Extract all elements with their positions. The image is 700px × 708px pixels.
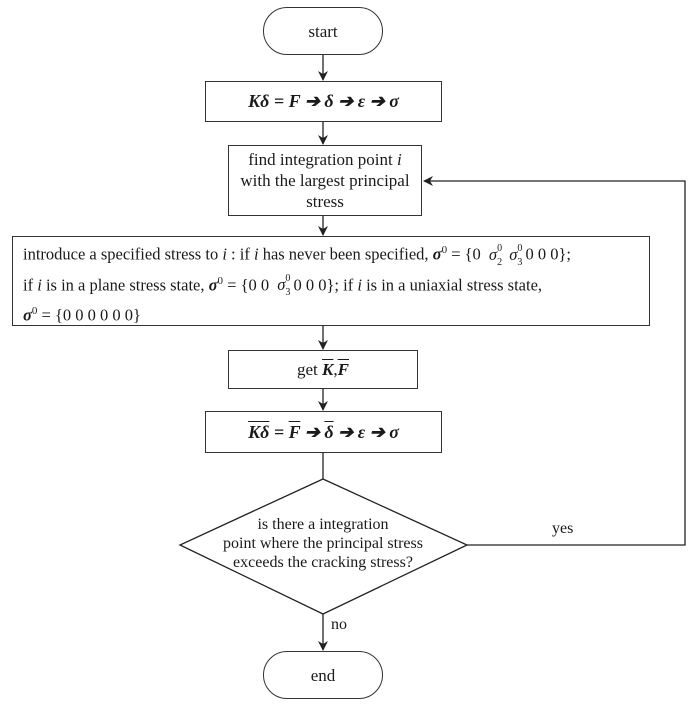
arrow-yes-loop [423, 176, 686, 546]
equation-kbar-deltabar-fbar: Kδ = F ➔ δ ➔ ε ➔ σ [248, 421, 399, 442]
step-introduce-specified-stress: introduce a specified stress to i : if i… [12, 236, 650, 326]
intro-line-2: if i is in a plane stress state, σ0 = {0… [23, 273, 543, 298]
end-terminal: end [263, 651, 383, 699]
step-get-k-f: get K , F [228, 350, 418, 389]
start-label: start [308, 21, 338, 41]
decision-text: is there a integration point where the p… [223, 516, 423, 571]
intro-line-1: introduce a specified stress to i : if i… [23, 242, 571, 268]
step-find-integration-point: find integration point i with the larges… [228, 145, 422, 216]
yes-label: yes [552, 520, 574, 537]
equation-k-delta-f: Kδ = F ➔ δ ➔ ε ➔ σ [248, 91, 399, 111]
no-label: no [331, 616, 347, 633]
end-label: end [310, 665, 336, 685]
step-solve-equation: Kδ = F ➔ δ ➔ ε ➔ σ [205, 81, 442, 122]
intro-line-3: σ0 = {0 0 0 0 0 0} [23, 305, 141, 325]
start-terminal: start [263, 7, 383, 55]
step-solve-modified-equation: Kδ = F ➔ δ ➔ ε ➔ σ [205, 411, 442, 453]
decision-diamond [178, 478, 469, 615]
